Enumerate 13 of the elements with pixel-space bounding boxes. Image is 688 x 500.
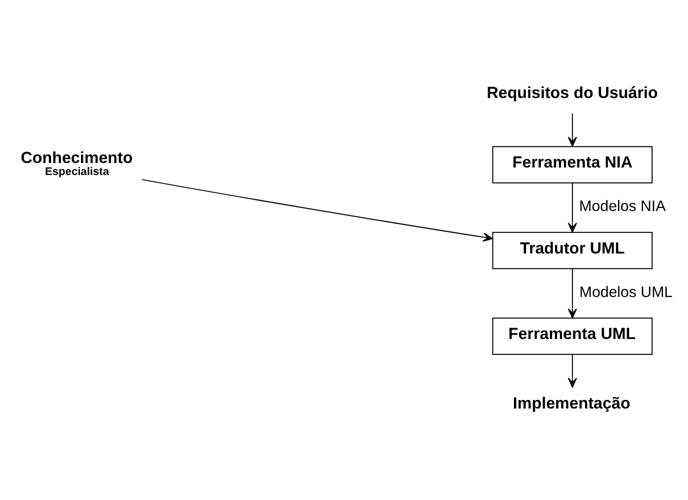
node-text: Implementação: [512, 394, 630, 412]
node-box: Ferramenta UML: [492, 317, 653, 354]
arrow: [568, 268, 578, 318]
edge-label: Modelos NIA: [579, 198, 666, 215]
node-text: Requisitos do Usuário: [486, 84, 658, 102]
arrow: [568, 182, 578, 232]
arrow: [568, 354, 578, 388]
arrow: [568, 113, 578, 146]
node-box: Ferramenta NIA: [492, 146, 653, 183]
node-box: Tradutor UML: [492, 231, 653, 269]
node-text: Conhecimento Especialista: [20, 148, 133, 178]
edge-label: Modelos UML: [579, 283, 673, 300]
arrow: [142, 178, 493, 242]
